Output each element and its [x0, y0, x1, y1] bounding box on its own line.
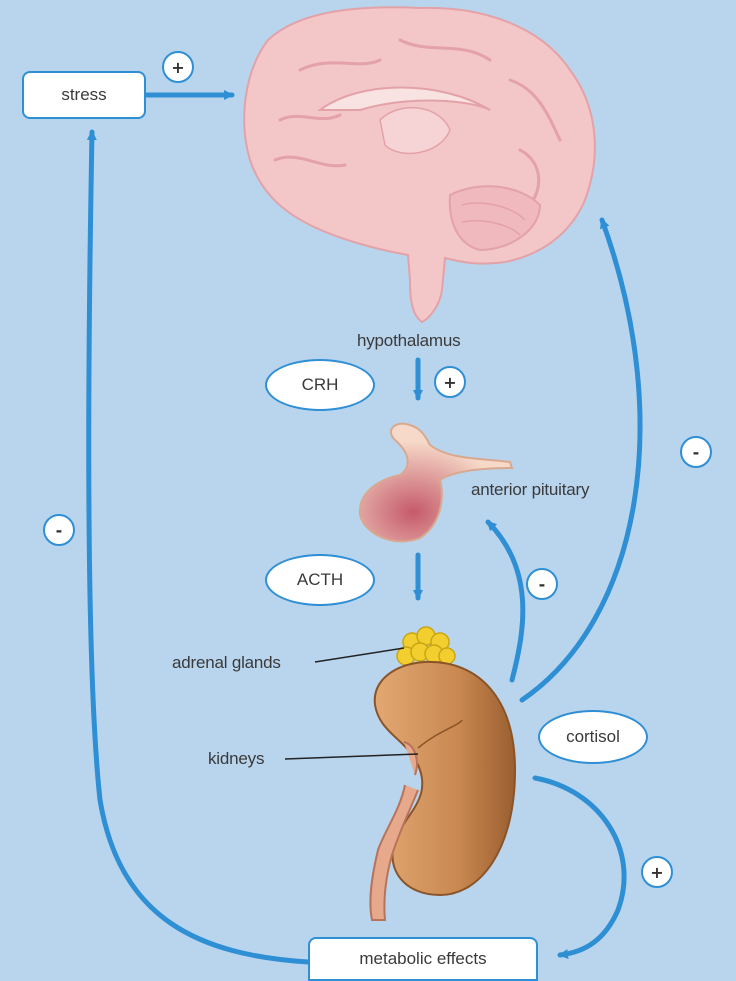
metabolic-to-stress-sign: - — [43, 514, 75, 546]
cortisol-to-brain-arrow — [519, 217, 643, 703]
kidney-illustration — [369, 660, 517, 921]
metabolic-to-stress-arrow — [86, 129, 311, 965]
cortisol-to-metabolic-arrow — [532, 775, 627, 960]
cortisol-to-metabolic-sign: + — [641, 856, 673, 888]
adrenal-glands-illustration — [396, 626, 456, 666]
adrenal-glands-label: adrenal glands — [172, 653, 281, 672]
kidneys-label: kidneys — [208, 749, 265, 768]
stress-to-brain-sign: + — [162, 51, 194, 83]
pituitary-illustration — [358, 422, 514, 543]
adrenal-leader-line — [314, 647, 405, 663]
cortisol-to-brain-sign: - — [680, 436, 712, 468]
crh-sign: + — [434, 366, 466, 398]
metabolic-effects-box: metabolic effects — [308, 937, 538, 981]
cortisol-to-pituitary-arrow — [485, 519, 526, 683]
cortisol-hormone: cortisol — [538, 710, 648, 764]
kidney-leader-line — [284, 753, 419, 760]
brain-illustration — [243, 6, 596, 324]
anterior-pituitary-label: anterior pituitary — [471, 480, 590, 499]
hypothalamus-label: hypothalamus — [357, 331, 461, 350]
crh-hormone: CRH — [265, 359, 375, 411]
cortisol-to-pituitary-sign: - — [526, 568, 558, 600]
acth-hormone: ACTH — [265, 554, 375, 606]
stress-box: stress — [22, 71, 146, 119]
